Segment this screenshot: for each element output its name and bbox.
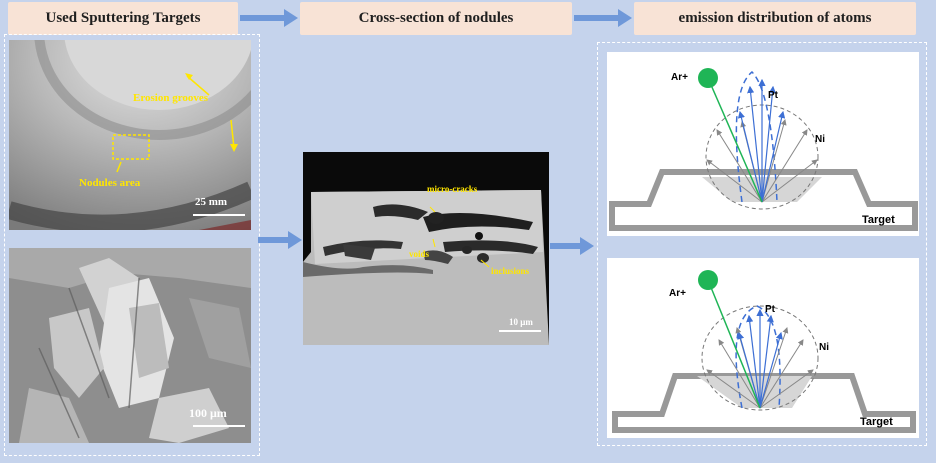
- nodules-area-label: Nodules area: [79, 177, 141, 189]
- ni-label: Ni: [819, 342, 829, 353]
- pt-label: Pt: [768, 90, 778, 101]
- arrow-right-icon: [550, 237, 594, 255]
- target-scale-label: 25 mm: [195, 196, 228, 208]
- header-emission-label: emission distribution of atoms: [678, 10, 872, 26]
- arrow-right-icon: [240, 9, 298, 27]
- target-label: Target: [862, 214, 895, 226]
- inclusions-label: inclusions: [491, 266, 530, 276]
- right-panel-frame: [597, 42, 927, 446]
- ni-label: Ni: [815, 134, 825, 145]
- sem-photo-graphic: [9, 248, 251, 443]
- left-panel-frame: [4, 34, 260, 456]
- target-photo-graphic: [9, 40, 251, 230]
- emission-diagram-bottom-graphic: [612, 270, 916, 433]
- ar-ion-label: Ar+: [671, 72, 688, 83]
- emission-diagram-top-graphic: [609, 68, 918, 231]
- pt-label: Pt: [765, 304, 775, 315]
- arrow-right-icon: [574, 9, 632, 27]
- emission-diagram-bottom: Ar+ Pt Ni Target: [607, 258, 919, 438]
- header-cross-section: Cross-section of nodules: [300, 2, 572, 35]
- voids-label: voids: [409, 249, 430, 259]
- ar-ion-label: Ar+: [669, 288, 686, 299]
- target-label: Target: [860, 416, 893, 428]
- header-cross-section-label: Cross-section of nodules: [358, 10, 514, 26]
- emission-diagram-top: Ar+ Pt Ni Target: [607, 52, 919, 236]
- sem-nodule-photo: 100 μm: [9, 248, 251, 443]
- sem-scale-label: 100 μm: [189, 406, 227, 420]
- sputtering-target-photo: Erosion grooves Nodules area 25 mm: [9, 40, 251, 230]
- header-used-targets: Used Sputtering Targets: [8, 2, 238, 35]
- header-emission: emission distribution of atoms: [634, 2, 916, 35]
- header-used-targets-label: Used Sputtering Targets: [45, 10, 201, 26]
- cross-section-scale-label: 10 μm: [509, 317, 533, 327]
- cross-section-image: micro-cracks voids inclusions 10 μm: [303, 152, 549, 345]
- cross-section-graphic: [303, 152, 549, 345]
- arrow-right-icon: [258, 231, 302, 249]
- erosion-grooves-label: Erosion grooves: [133, 92, 209, 104]
- micro-cracks-label: micro-cracks: [427, 184, 478, 194]
